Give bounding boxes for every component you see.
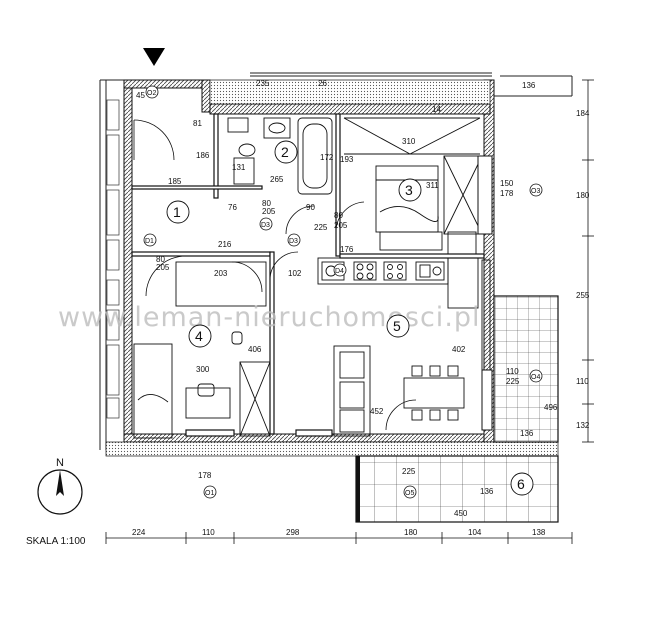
dim-bot-298: 298 — [286, 528, 300, 537]
dim-235: 235 — [256, 79, 270, 88]
right-balcony — [493, 295, 559, 443]
dim-b110: 110 — [506, 367, 519, 376]
living-room-furniture — [333, 259, 491, 437]
dim-80c: 80 — [156, 255, 165, 264]
dim-102: 102 — [288, 269, 302, 278]
dim-150: 150 — [500, 179, 514, 188]
dim-bot-138: 138 — [532, 528, 546, 537]
outer-walls — [123, 79, 495, 443]
right-dimension-line — [582, 79, 594, 443]
dim-216: 216 — [218, 240, 232, 249]
dim-bot-224: 224 — [132, 528, 146, 537]
watermark-text: www.leman-nieruchomosci.pl — [58, 302, 481, 333]
windows — [477, 155, 493, 431]
dim-131: 131 — [232, 163, 246, 172]
dimensions: 45 235 26 14 136 81 186 131 185 76 216 2… — [136, 79, 590, 518]
dim-bot-104: 104 — [468, 528, 482, 537]
dim-81: 81 — [193, 119, 202, 128]
neighbour-walls — [99, 72, 573, 450]
code-o4: O4 — [531, 374, 540, 381]
code-o1: O1 — [205, 490, 214, 497]
dim-45: 45 — [136, 91, 145, 100]
room-2-label: 2 — [281, 144, 289, 160]
bottom-strip — [105, 441, 559, 457]
dim-top-136: 136 — [522, 81, 536, 90]
dim-225v: 225 — [402, 467, 416, 476]
dim-136v: 136 — [480, 487, 494, 496]
dim-180: 180 — [576, 191, 590, 200]
dim-452: 452 — [370, 407, 384, 416]
opening-code-circles — [143, 85, 543, 499]
dim-r110: 110 — [576, 377, 589, 386]
dim-178: 178 — [500, 189, 514, 198]
code-d1: D1 — [145, 238, 154, 245]
bedroom-4-furniture — [133, 261, 271, 439]
top-strip — [209, 79, 491, 105]
room-6-label: 6 — [517, 476, 525, 492]
dim-bot-110: 110 — [202, 528, 215, 537]
dim-185: 185 — [168, 177, 182, 186]
dim-225: 225 — [314, 223, 328, 232]
bathroom-fixtures — [227, 117, 333, 195]
dim-b136: 136 — [520, 429, 534, 438]
dim-b225: 225 — [506, 377, 520, 386]
bottom-dimension-line — [105, 532, 573, 544]
code-o3: O3 — [531, 188, 540, 195]
dim-178b: 178 — [198, 471, 212, 480]
north-label: N — [56, 457, 64, 469]
dim-176: 176 — [340, 245, 354, 254]
code-d4: D4 — [335, 268, 344, 275]
dim-172: 172 — [320, 153, 334, 162]
dim-205b: 205 — [262, 207, 276, 216]
room-1-label: 1 — [173, 204, 181, 220]
dim-184: 184 — [576, 109, 590, 118]
code-o5: O5 — [405, 490, 414, 497]
dim-132: 132 — [576, 421, 590, 430]
dim-80b: 80 — [262, 199, 271, 208]
dim-14: 14 — [432, 105, 441, 114]
code-o2: O2 — [147, 90, 156, 97]
room-5-label: 5 — [393, 318, 401, 334]
dim-496: 496 — [544, 403, 558, 412]
dim-186: 186 — [196, 151, 210, 160]
inner-walls — [131, 113, 485, 437]
dim-450: 450 — [454, 509, 468, 518]
dim-205a: 205 — [334, 221, 348, 230]
room-3-label: 3 — [405, 182, 413, 198]
dim-80a: 80 — [334, 211, 343, 220]
dim-310: 310 — [402, 137, 416, 146]
code-d3b: D3 — [289, 238, 298, 245]
dim-26: 26 — [318, 79, 327, 88]
dim-265: 265 — [270, 175, 284, 184]
dim-bot-180: 180 — [404, 528, 418, 537]
room-markers — [166, 140, 534, 496]
dim-205c: 205 — [156, 263, 170, 272]
dim-203: 203 — [214, 269, 228, 278]
entrance-triangle-icon — [143, 48, 165, 66]
dim-311: 311 — [426, 181, 439, 190]
dim-300: 300 — [196, 365, 210, 374]
dim-90: 90 — [306, 203, 315, 212]
dim-76: 76 — [228, 203, 237, 212]
dim-406: 406 — [248, 345, 262, 354]
room-4-label: 4 — [195, 328, 203, 344]
code-d3a: D3 — [261, 222, 270, 229]
neighbour-furniture — [106, 99, 120, 419]
dim-193: 193 — [340, 155, 354, 164]
north-arrow-icon — [56, 470, 64, 496]
dim-402: 402 — [452, 345, 466, 354]
terrace-wall-left — [356, 456, 360, 522]
doors — [133, 119, 417, 431]
scale-label: SKALA 1:100 — [26, 536, 86, 547]
north-arrow — [37, 469, 83, 515]
dim-255: 255 — [576, 291, 590, 300]
